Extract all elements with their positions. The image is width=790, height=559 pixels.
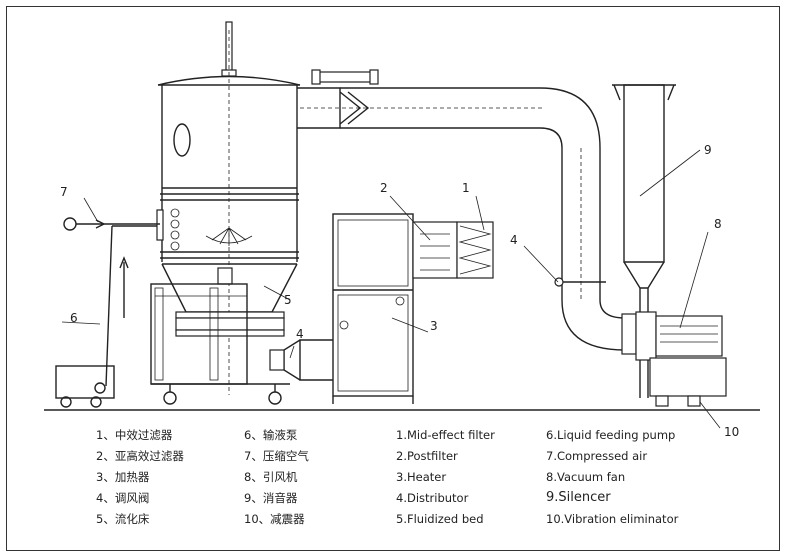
legend-en-9: 9.Silencer: [546, 490, 611, 505]
legend-en-7: 7.Compressed air: [546, 449, 648, 463]
legend-cn-6: 6、输液泵: [244, 428, 298, 442]
feeding-pump: [55, 225, 157, 408]
legend-cn-5: 5、流化床: [96, 512, 150, 526]
legend-en-10: 10.Vibration eliminator: [546, 512, 679, 526]
legend-en-1: 1.Mid-effect filter: [396, 428, 495, 442]
callout-leaders: [61, 149, 721, 429]
legend-en-2: 2.Postfilter: [396, 449, 458, 463]
callout-8: 8: [714, 217, 722, 231]
legend-cn-4: 4、调风阀: [96, 491, 150, 505]
legend-cn-7: 7、压缩空气: [244, 449, 309, 463]
legend-cn-1: 1、中效过滤器: [96, 428, 173, 442]
callout-4-distributor: 4: [296, 327, 304, 341]
heater-cabinet: [269, 213, 494, 404]
callout-6: 6: [70, 311, 78, 325]
fluidized-bed-tower: [150, 21, 301, 405]
callout-7: 7: [60, 185, 68, 199]
legend-en-6: 6.Liquid feeding pump: [546, 428, 676, 442]
callout-1: 1: [462, 181, 470, 195]
callout-2: 2: [380, 181, 388, 195]
legend-en-3: 3.Heater: [396, 470, 447, 484]
callout-5: 5: [284, 293, 292, 307]
air-duct: [297, 69, 637, 355]
legend-en-5: 5.Fluidized bed: [396, 512, 484, 526]
callout-10: 10: [724, 425, 739, 439]
diagram-frame: [6, 6, 780, 551]
legend-cn-3: 3、加热器: [96, 470, 150, 484]
legend-en-8: 8.Vacuum fan: [546, 470, 626, 484]
callout-9: 9: [704, 143, 712, 157]
legend-cn-10: 10、减震器: [244, 512, 305, 526]
callout-4-damper: 4: [510, 233, 518, 247]
legend-cn-2: 2、亚高效过滤器: [96, 449, 184, 463]
callout-3: 3: [430, 319, 438, 333]
compressed-air-inlet: [63, 217, 160, 231]
legend-en-4: 4.Distributor: [396, 491, 469, 505]
legend-cn-8: 8、引风机: [244, 470, 298, 484]
legend-cn-9: 9、消音器: [244, 491, 298, 505]
vacuum-fan: [635, 311, 727, 407]
